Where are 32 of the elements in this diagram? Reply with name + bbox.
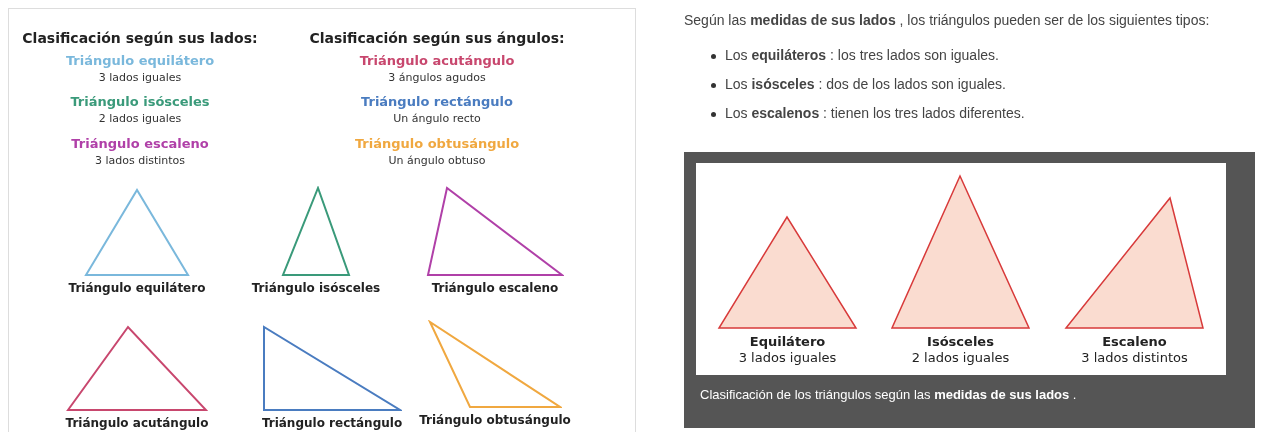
list-item: Los isósceles : dos de los lados son iguales.	[725, 76, 1006, 92]
triangle-label: Isósceles	[926, 334, 995, 349]
type-name: Triángulo acutángulo	[358, 53, 516, 68]
type-name: Triángulo obtusángulo	[353, 136, 521, 151]
triangle-label: Equilátero	[748, 334, 827, 349]
type-name: Triángulo escaleno	[70, 136, 210, 151]
triangle-label: Triángulo rectángulo	[260, 416, 404, 430]
type-name: Triángulo rectángulo	[360, 94, 514, 109]
heading: Clasificación según sus ángulos:	[308, 30, 566, 46]
description: Un ángulo recto	[392, 112, 482, 125]
description: 2 lados iguales	[97, 112, 183, 125]
description: 2 lados iguales	[910, 350, 1011, 365]
list-item: Los escalenos : tienen los tres lados diferentes.	[725, 105, 1025, 121]
triangle-label: Triángulo isósceles	[250, 281, 382, 295]
paragraph: Según las medidas de sus lados , los triángulos pueden ser de los siguientes tipos:	[684, 12, 1210, 28]
description: 3 lados iguales	[97, 71, 183, 84]
figure-caption: Clasificación de los triángulos según las medidas de sus lados .	[700, 387, 1077, 402]
description: 3 lados distintos	[93, 154, 187, 167]
triangle-label: Escaleno	[1101, 334, 1168, 349]
description: 3 lados iguales	[737, 350, 838, 365]
description: 3 ángulos agudos	[387, 71, 487, 84]
description: 3 lados distintos	[1080, 350, 1189, 365]
heading: Clasificación según sus lados:	[21, 30, 259, 46]
triangle-label: Triángulo equilátero	[67, 281, 207, 295]
type-name: Triángulo equilátero	[64, 53, 216, 68]
type-name: Triángulo isósceles	[69, 94, 211, 109]
triangle-label: Triángulo escaleno	[430, 281, 560, 295]
triangle-label: Triángulo obtusángulo	[418, 413, 572, 427]
triangle-label: Triángulo acutángulo	[64, 416, 210, 430]
list-item: Los equiláteros : los tres lados son iguales.	[725, 47, 999, 63]
description: Un ángulo obtuso	[387, 154, 487, 167]
figure-panel	[684, 152, 1255, 428]
